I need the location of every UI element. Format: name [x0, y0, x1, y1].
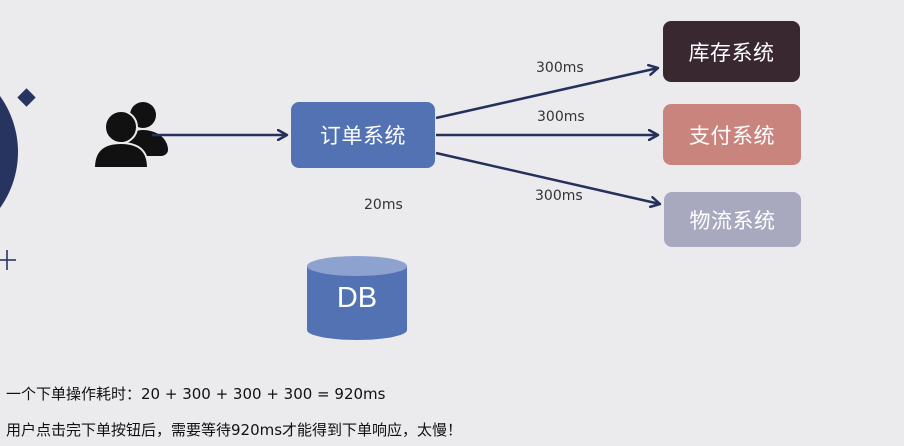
payment-system-label: 支付系统 — [689, 123, 775, 148]
arrow-order-to-inventory — [435, 68, 658, 120]
plus-icon — [0, 250, 16, 270]
arrow-order-to-logistics — [435, 151, 660, 204]
inventory-system-label: 库存系统 — [688, 40, 775, 65]
background-circle — [0, 96, 18, 208]
db-cylinder — [307, 256, 407, 340]
users-icon — [92, 102, 168, 169]
order-system-label: 订单系统 — [320, 124, 406, 148]
note-line-1: 一个下单操作耗时：20 + 300 + 300 + 300 = 920ms — [6, 385, 386, 403]
db-label: DB — [336, 282, 378, 314]
note-line-2: 用户点击完下单按钮后，需要等待920ms才能得到下单响应，太慢！ — [6, 421, 463, 439]
diamond-icon — [17, 88, 36, 107]
payment-system-node: 支付系统 — [663, 104, 801, 165]
latency-inventory: 300ms — [536, 60, 584, 76]
inventory-system-node: 库存系统 — [663, 21, 800, 82]
logistics-system-node: 物流系统 — [664, 192, 801, 247]
logistics-system-label: 物流系统 — [689, 208, 776, 233]
latency-logistics: 300ms — [535, 188, 583, 204]
order-system-node: 订单系统 — [291, 102, 435, 168]
latency-db: 20ms — [364, 197, 403, 213]
latency-payment: 300ms — [537, 109, 585, 125]
